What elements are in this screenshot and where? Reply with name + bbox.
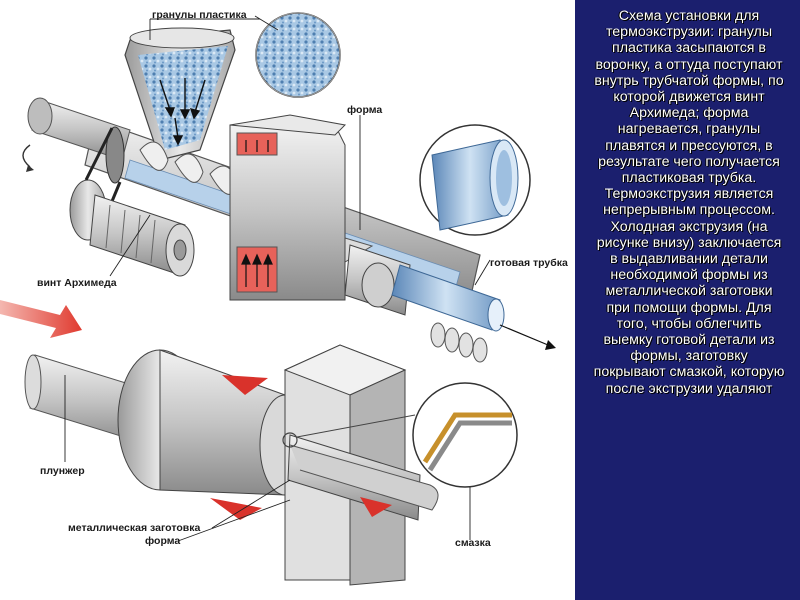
label-granules: гранулы пластика — [152, 9, 247, 21]
heater-block — [229, 114, 347, 301]
detail-leader — [296, 414, 416, 438]
extrusion-die — [344, 244, 411, 316]
label-lubricant: смазка — [455, 537, 491, 549]
label-plunger: плунжер — [40, 465, 85, 477]
label-metal-blank: металлическая заготовка — [68, 522, 200, 534]
detail-marker — [282, 432, 298, 448]
tube-closeup — [419, 124, 531, 236]
thermo-extruder — [22, 12, 556, 363]
finished-tube — [391, 264, 556, 363]
belt-drive — [69, 126, 125, 241]
hopper — [124, 27, 236, 161]
diagram-svg: гранулы пластика форма винт Архимеда гот… — [0, 9, 568, 586]
motor — [89, 194, 195, 277]
label-archimedes-screw: винт Архимеда — [37, 277, 117, 289]
metal-blank — [287, 434, 439, 521]
label-form-bottom: форма — [145, 535, 180, 547]
label-finished-tube: готовая трубка — [490, 257, 568, 269]
caption-panel: Схема установки для термоэкструзии: гран… — [575, 0, 800, 600]
lubricant-closeup — [412, 382, 518, 488]
press-head — [117, 349, 311, 520]
cold-extruder — [0, 300, 518, 586]
caption-text: Схема установки для термоэкструзии: гран… — [593, 8, 785, 397]
granules-closeup — [255, 12, 341, 98]
extrusion-diagram: гранулы пластика форма винт Архимеда гот… — [0, 9, 569, 586]
label-form-top: форма — [347, 104, 382, 116]
label-leaders — [64, 15, 491, 542]
direction-arrow — [0, 300, 82, 338]
